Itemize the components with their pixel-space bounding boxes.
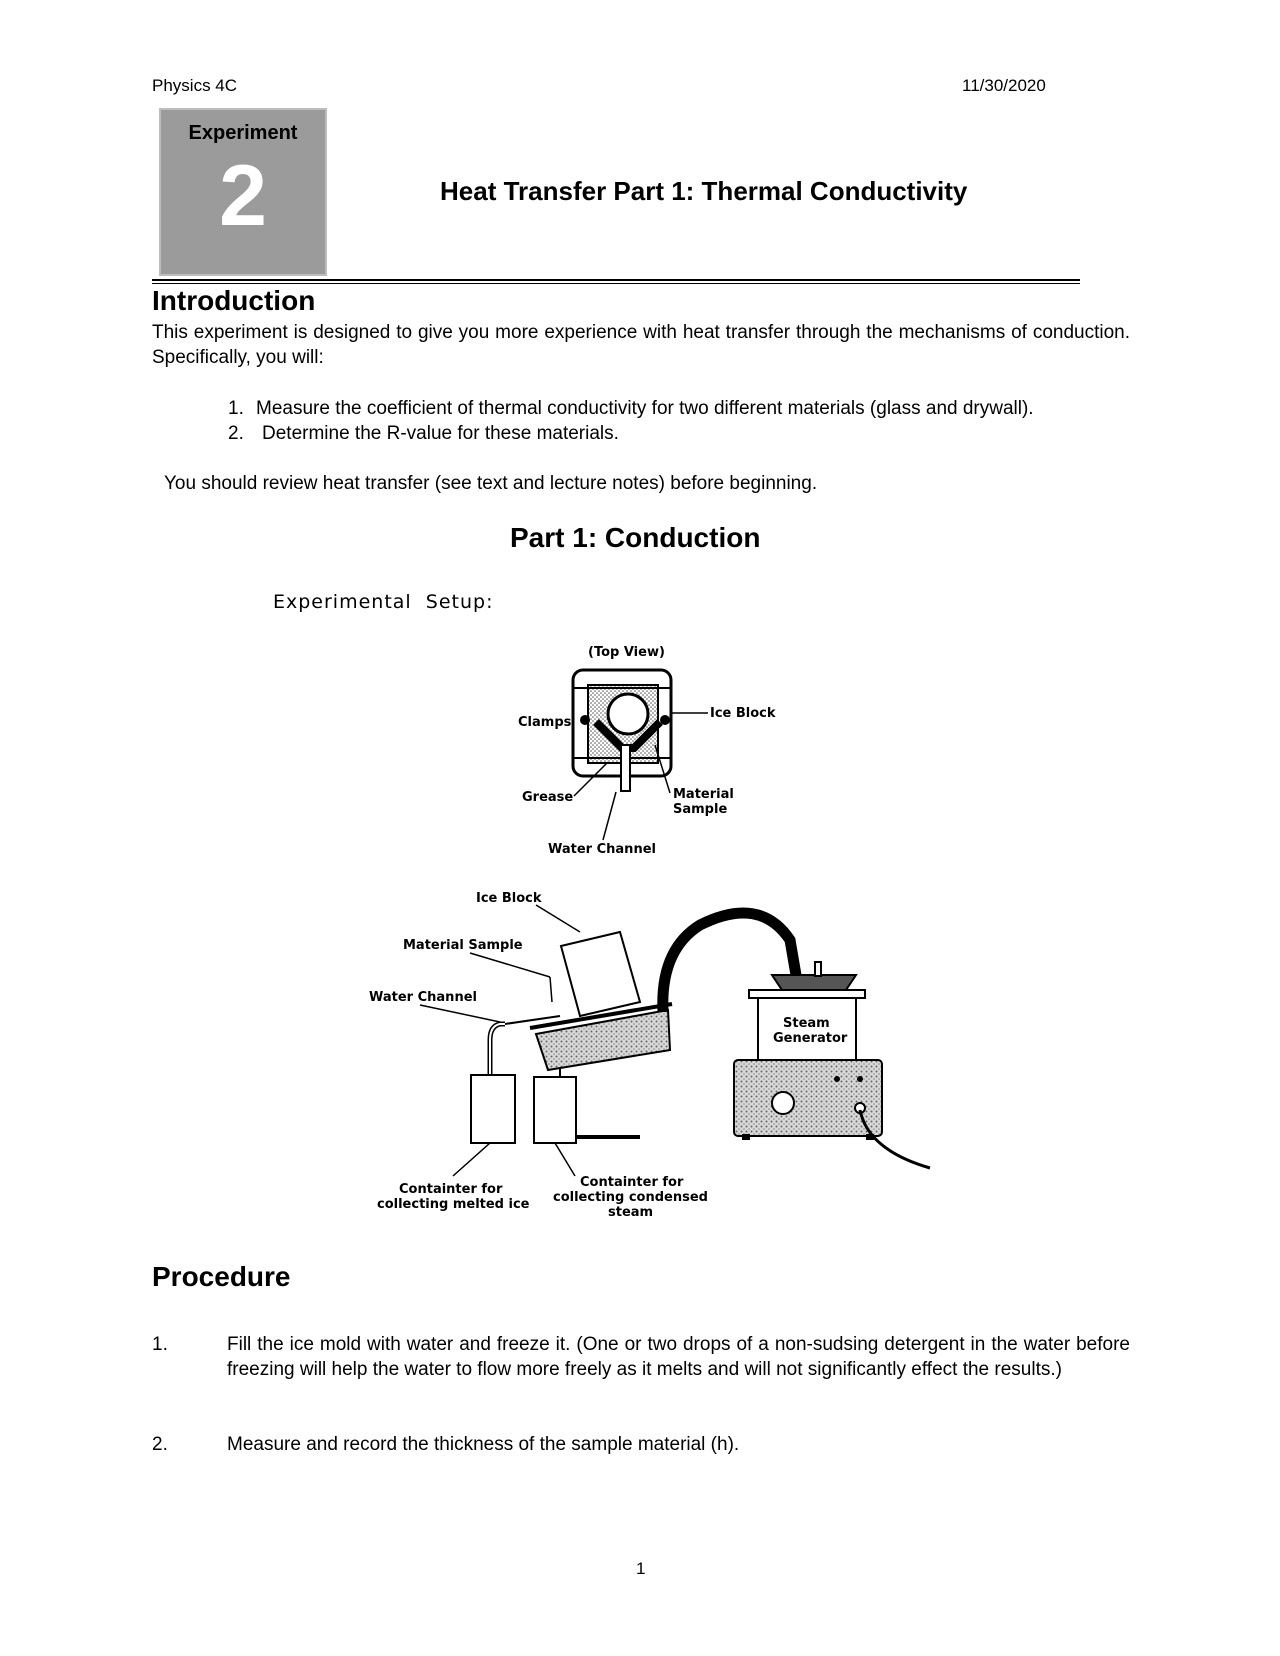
title-rule [152, 279, 1080, 281]
generator-dial [771, 1091, 795, 1115]
top-material-label-2: Sample [673, 802, 727, 817]
top-grease-label: Grease [522, 790, 573, 805]
melted-ice-container [470, 1074, 516, 1144]
intro-item-1-num: 1. [228, 398, 244, 419]
page-number: 1 [636, 1559, 646, 1578]
side-view-diagram: Ice Block Material Sample Water Channel … [369, 891, 931, 1220]
procedure-step-2-num: 2. [152, 1434, 168, 1455]
procedure-step-1-text: Fill the ice mold with water and freeze … [227, 1334, 1130, 1380]
melted-label-2: collecting melted ice [377, 1197, 530, 1212]
generator-base [733, 1059, 883, 1137]
melted-label-1: Containter for [399, 1182, 503, 1197]
ice-block-circle [606, 692, 650, 736]
clamp-right [660, 715, 670, 725]
steam-label-2: Generator [773, 1031, 848, 1046]
procedure-step-2-text: Measure and record the thickness of the … [227, 1434, 740, 1455]
side-ice-block [559, 930, 642, 1018]
condensed-label-1: Containter for [580, 1175, 684, 1190]
experiment-number: 2 [219, 148, 267, 244]
top-water-channel-label: Water Channel [548, 842, 656, 857]
top-ice-block-label: Ice Block [710, 706, 776, 721]
condensed-label-3: steam [608, 1205, 653, 1220]
steam-chamber [534, 1008, 672, 1072]
side-ice-block-label: Ice Block [476, 891, 542, 906]
procedure-step-1-num: 1. [152, 1334, 168, 1355]
introduction-paragraph: This experiment is designed to give you … [152, 322, 1130, 368]
setup-label: Experimental Setup: [273, 591, 494, 613]
course-name: Physics 4C [152, 76, 238, 95]
power-cord [858, 1109, 931, 1170]
condensed-steam-container [533, 1076, 577, 1144]
intro-item-2-text: Determine the R-value for these material… [262, 423, 619, 444]
side-material-label: Material Sample [403, 938, 523, 953]
water-channel-shape [620, 744, 631, 792]
intro-item-2-num: 2. [228, 423, 244, 444]
review-note: You should review heat transfer (see tex… [164, 473, 818, 494]
condensed-label-2: collecting condensed [553, 1190, 708, 1205]
top-material-label-1: Material [673, 787, 734, 802]
side-water-channel-label: Water Channel [369, 990, 477, 1005]
title-rule-thin [152, 283, 1080, 284]
part1-heading: Part 1: Conduction [510, 522, 761, 553]
introduction-heading: Introduction [152, 285, 316, 316]
steam-label-1: Steam [783, 1016, 830, 1031]
experiment-badge: Experiment 2 [159, 108, 327, 276]
top-clamps-label: Clamps [518, 715, 572, 730]
document-title: Heat Transfer Part 1: Thermal Conductivi… [440, 176, 968, 206]
clamp-left [580, 715, 590, 725]
steam-hose [657, 907, 802, 1013]
procedure-heading: Procedure [152, 1261, 291, 1292]
top-view-diagram: (Top View) Clamps Ice Block Grease Mater… [518, 645, 776, 857]
document-date: 11/30/2020 [962, 76, 1046, 95]
top-view-title: (Top View) [588, 645, 665, 660]
intro-item-1-text: Measure the coefficient of thermal condu… [256, 398, 1034, 419]
experiment-label: Experiment [188, 122, 298, 144]
